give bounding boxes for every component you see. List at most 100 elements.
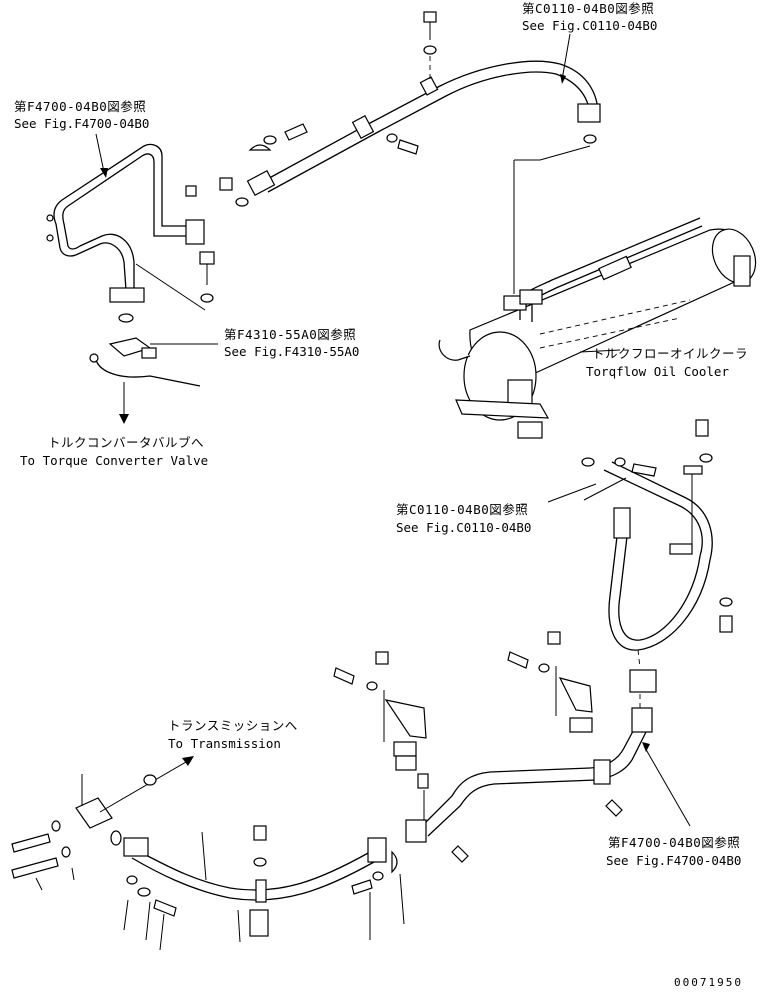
label-ref-f4700-right-en: See Fig.F4700-04B0 xyxy=(606,853,741,868)
valve-nipple xyxy=(141,347,157,359)
bolt-mid-1 xyxy=(284,123,308,141)
top-hose-assembly xyxy=(235,11,601,207)
label-ref-c0110-top-jp: 第C0110-04B0図参照 xyxy=(522,1,654,16)
label-transmission-jp: トランスミッションへ xyxy=(168,718,298,733)
bolt-center-left xyxy=(333,667,355,685)
bottom-clamp-bracket xyxy=(249,909,269,937)
clamp-block-center-left-2 xyxy=(395,755,417,771)
cooler-side-fitting xyxy=(438,339,471,361)
text-labels: 第C0110-04B0図参照 See Fig.C0110-04B0 第F4700… xyxy=(14,1,748,989)
label-ref-f4700-right-jp: 第F4700-04B0図参照 xyxy=(608,835,740,850)
clamp-half-mid xyxy=(248,144,272,151)
center-pipe-clamp xyxy=(593,759,611,785)
o-ring-bottom-left xyxy=(110,830,122,846)
bolt-head-right-low xyxy=(719,615,733,633)
bolt-bottom-1 xyxy=(153,899,177,917)
nut-center-right xyxy=(547,631,561,645)
washer-top xyxy=(423,45,437,55)
label-torque-valve-en: To Torque Converter Valve xyxy=(20,453,208,468)
center-lower-pipe xyxy=(333,631,653,863)
flange-right-lower xyxy=(629,669,657,693)
clamp-block-center-left xyxy=(393,741,417,757)
tube-end xyxy=(89,353,99,363)
clamp-half-bottom xyxy=(391,850,398,874)
o-ring-mid xyxy=(235,197,249,207)
center-pipe-top-fitting xyxy=(631,707,653,733)
hose-clamp-right xyxy=(669,543,693,555)
label-ref-c0110-mid-en: See Fig.C0110-04B0 xyxy=(396,520,531,535)
cooler-bracket xyxy=(733,255,751,287)
bolt-bottom-2 xyxy=(351,879,373,895)
hook-center-2 xyxy=(605,799,623,817)
label-ref-f4700-left-en: See Fig.F4700-04B0 xyxy=(14,116,149,131)
bottom-pipe-flange-left xyxy=(123,837,149,857)
bolt-center-right xyxy=(507,651,529,669)
label-ref-c0110-mid-jp: 第C0110-04B0図参照 xyxy=(396,502,528,517)
pipe-end-cap-2 xyxy=(46,234,54,242)
o-ring-transmission xyxy=(143,774,157,786)
clamp-block-center-right xyxy=(569,717,593,733)
bolt-transmission-1 xyxy=(11,833,51,853)
bolt-head-right-top xyxy=(695,419,709,437)
label-ref-f4700-left-jp: 第F4700-04B0図参照 xyxy=(14,99,146,114)
washer-center-right xyxy=(538,663,550,673)
hose-flange-top-right xyxy=(577,103,601,123)
washer-right-top xyxy=(699,453,713,463)
arrow-to-transmission xyxy=(182,756,194,766)
label-ref-c0110-top-en: See Fig.C0110-04B0 xyxy=(522,18,657,33)
o-ring-right-mid xyxy=(581,457,595,467)
left-pipe-loop xyxy=(46,143,233,323)
o-ring-top-right xyxy=(583,134,597,144)
o-ring-bottom-loop xyxy=(118,313,134,323)
bracket-center-left xyxy=(384,699,427,739)
bolt-right-mid xyxy=(631,463,657,477)
washer-mid-2 xyxy=(386,133,398,143)
leader-c0110-top xyxy=(561,33,571,81)
label-cooler-en: Torqflow Oil Cooler xyxy=(586,364,729,379)
flange-bottom-loop xyxy=(109,287,145,303)
cooler-tube-clamp xyxy=(598,255,632,281)
clamp-bracket-right xyxy=(683,465,703,475)
washer-transmission-1 xyxy=(51,820,61,832)
washer-loop xyxy=(200,293,214,303)
nut-bottom-1 xyxy=(126,875,138,885)
center-pipe-flange xyxy=(405,819,427,843)
label-transmission-en: To Transmission xyxy=(168,736,281,751)
hose-end-fitting-right xyxy=(613,507,631,539)
oil-cooler xyxy=(438,145,757,439)
bottom-pipe-fitting-right xyxy=(367,837,387,863)
washer-right-mid xyxy=(614,457,626,467)
label-ref-f4310-jp: 第F4310-55A0図参照 xyxy=(224,327,356,342)
nut-center-left xyxy=(375,651,389,665)
leader-f4700-left xyxy=(95,133,105,173)
leader-f4700-right xyxy=(643,745,691,827)
nut-loop-1 xyxy=(185,185,197,197)
bottom-clamp xyxy=(255,879,267,903)
cooler-mount-base xyxy=(455,399,550,419)
washer-right-low xyxy=(719,597,733,607)
washer-mid-1 xyxy=(263,135,277,145)
bolt-head-top xyxy=(423,11,437,23)
hook-center-1 xyxy=(451,845,469,863)
bolt-center-small xyxy=(417,773,429,789)
bolt-head-loop xyxy=(199,251,215,265)
washer-transmission-2 xyxy=(61,846,71,858)
drawing-number: 00071950 xyxy=(674,976,743,989)
label-torque-valve-jp: トルクコンバータバルブへ xyxy=(48,435,204,450)
bracket-center-right xyxy=(558,677,593,713)
leader-lines xyxy=(95,33,691,827)
cooler-bottom-flange xyxy=(517,421,543,439)
valve-fitting xyxy=(89,337,201,424)
bottom-washer xyxy=(253,857,267,867)
hose-clamp-top xyxy=(351,114,375,140)
nut-loop-2 xyxy=(219,177,233,191)
cooler-tube-flange-2 xyxy=(519,289,543,305)
bolt-transmission-2 xyxy=(11,857,59,879)
bottom-pipe-assembly xyxy=(11,756,405,951)
label-cooler-jp: トルクフローオイルクーラ xyxy=(592,346,748,361)
right-hose-assembly xyxy=(581,419,733,710)
washer-bottom-2 xyxy=(372,871,384,881)
pipe-end-cap-1 xyxy=(46,214,54,222)
